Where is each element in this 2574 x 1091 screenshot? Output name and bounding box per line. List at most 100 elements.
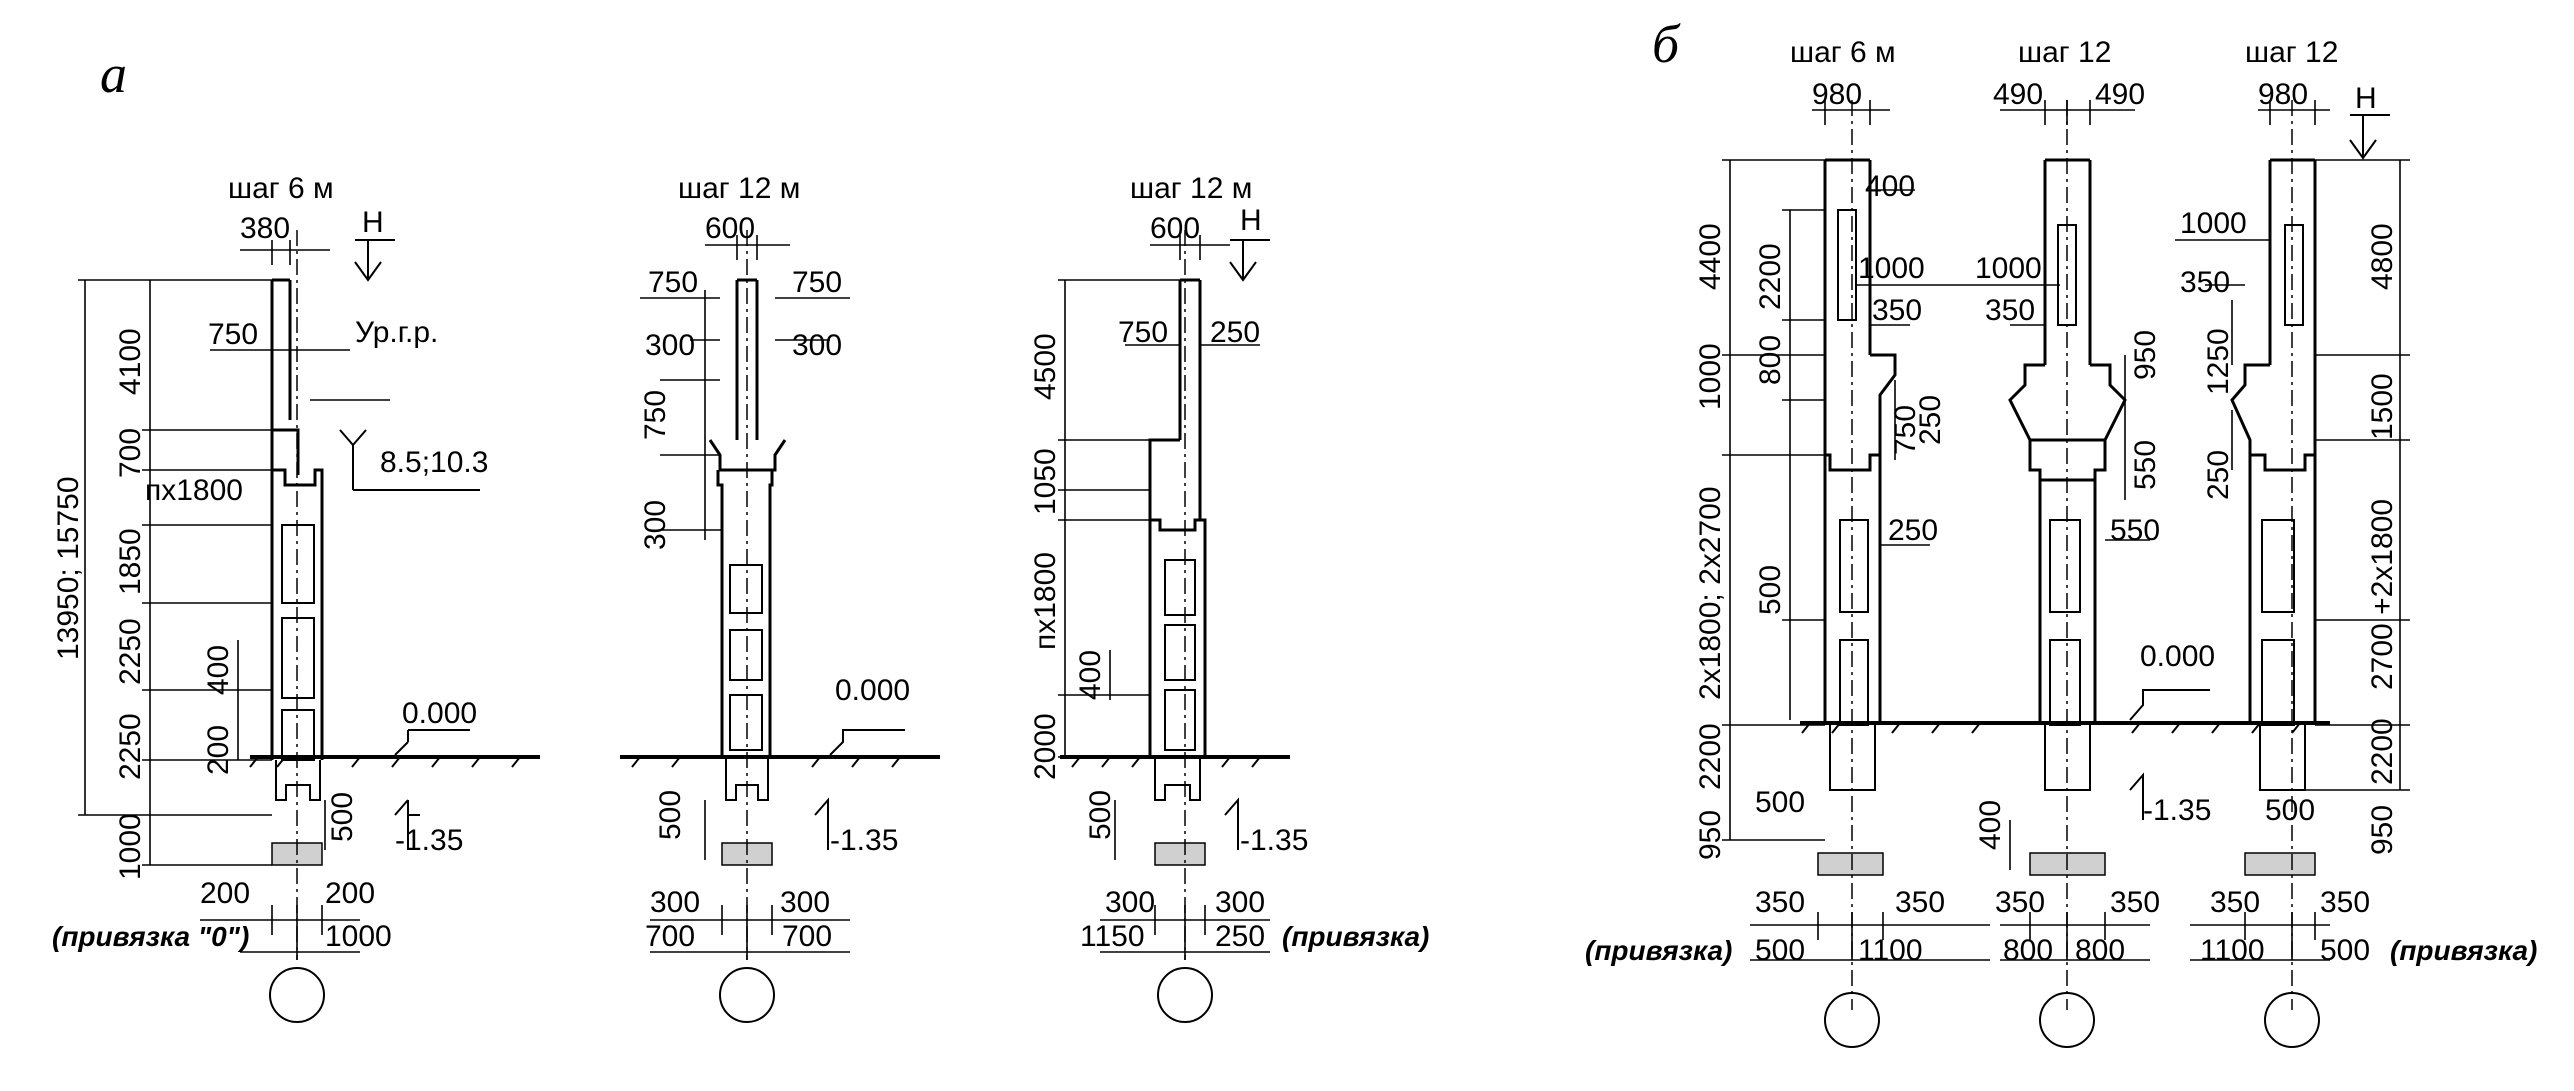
a-col1-4100: 4100 bbox=[114, 328, 147, 395]
b-col1-2200b: 2200 bbox=[1694, 723, 1727, 790]
b-col1-250a: 250 bbox=[1914, 395, 1947, 445]
b-col1-rows: 2х1800; 2х2700 bbox=[1694, 486, 1727, 700]
b-col1-1000v: 1000 bbox=[1694, 343, 1727, 410]
b-col1-step: шаг 6 м bbox=[1790, 36, 1896, 69]
a-col3-b300a: 300 bbox=[1105, 886, 1155, 919]
b-col3-b500: 500 bbox=[2265, 794, 2315, 827]
a-col3-b300b: 300 bbox=[1215, 886, 1265, 919]
a-col1-gwl: Ур.г.р. bbox=[355, 316, 438, 349]
a-col3-h: H bbox=[1240, 204, 1262, 237]
a-col1-n1800: пх1800 bbox=[145, 474, 243, 507]
a-col1-b1000: 1000 bbox=[325, 920, 392, 953]
panel-a-label: а bbox=[100, 44, 127, 104]
b-col3-b350b: 350 bbox=[2320, 886, 2370, 919]
a-col3-binding: (привязка) bbox=[1282, 921, 1429, 952]
b-col2-550b: 550 bbox=[2110, 514, 2160, 547]
b-col3-1250: 1250 bbox=[2202, 328, 2235, 395]
b-col2-350: 350 bbox=[1985, 294, 2035, 327]
a-col2-750b: 750 bbox=[792, 266, 842, 299]
b-col3-350: 350 bbox=[2180, 266, 2230, 299]
a-col2-elev0: 0.000 bbox=[835, 674, 910, 707]
a-col2-elevb: -1.35 bbox=[830, 824, 898, 857]
a-col3-400: 400 bbox=[1074, 650, 1107, 700]
a-col1-elev0: 0.000 bbox=[402, 697, 477, 730]
b-col3-b1100: 1100 bbox=[2200, 934, 2265, 967]
b-col3-step: шаг 12 bbox=[2245, 36, 2338, 69]
b-col1-400: 400 bbox=[1865, 170, 1915, 203]
b-col3-rows: 2700 +2х1800 bbox=[2366, 499, 2399, 690]
b-col2-elev0: 0.000 bbox=[2140, 640, 2215, 673]
a-col1-b200b: 200 bbox=[325, 877, 375, 910]
b-col2-wr: 490 bbox=[2095, 78, 2145, 111]
a-col1-total: 13950; 15750 bbox=[52, 476, 85, 660]
a-col1-400: 400 bbox=[202, 645, 235, 695]
b-col2-wl: 490 bbox=[1993, 78, 2043, 111]
a-col2 bbox=[620, 230, 940, 1023]
a-col1-elevb: -1.35 bbox=[395, 824, 463, 857]
b-col1-2200a: 2200 bbox=[1754, 243, 1787, 310]
b-col3-2200: 2200 bbox=[2366, 718, 2399, 785]
a-col1-binding: (привязка "0") bbox=[52, 921, 249, 952]
a-col2-step: шаг 12 м bbox=[678, 172, 800, 205]
a-col3-750: 750 bbox=[1118, 316, 1168, 349]
a-col2-750a: 750 bbox=[648, 266, 698, 299]
b-col3-w-top: 980 bbox=[2258, 78, 2308, 111]
a-col3-1050: 1050 bbox=[1029, 448, 1062, 515]
a-col3 bbox=[1058, 230, 1290, 1023]
b-col1-350: 350 bbox=[1872, 294, 1922, 327]
a-col1-step: шаг 6 м bbox=[228, 172, 334, 205]
b-col2 bbox=[1800, 100, 2330, 1048]
a-col1-w-top: 380 bbox=[240, 212, 290, 245]
a-col3-250: 250 bbox=[1210, 316, 1260, 349]
b-col2-1000: 1000 bbox=[1975, 252, 2042, 285]
b-col1-b500: 500 bbox=[1755, 786, 1805, 819]
a-col1-b200a: 200 bbox=[200, 877, 250, 910]
a-col1-elev-top: 8.5;10.3 bbox=[380, 446, 488, 479]
b-col3 bbox=[2175, 100, 2410, 1048]
a-col3-b1150: 1150 bbox=[1080, 920, 1145, 953]
b-col1-250b: 250 bbox=[1888, 514, 1938, 547]
a-col1-1850: 1850 bbox=[114, 528, 147, 595]
a-col3-n1800: пх1800 bbox=[1029, 552, 1062, 650]
b-col2-b350a: 350 bbox=[1995, 886, 2045, 919]
a-col2-300a: 300 bbox=[645, 329, 695, 362]
b-col3-b500b: 500 bbox=[2320, 934, 2370, 967]
b-col1-binding: (привязка) bbox=[1585, 935, 1732, 966]
b-col3-h: H bbox=[2355, 82, 2377, 115]
b-col2-elevb: -1.35 bbox=[2143, 794, 2211, 827]
b-col2-400: 400 bbox=[1974, 800, 2007, 850]
a-col1 bbox=[78, 230, 540, 1023]
b-col1 bbox=[1722, 100, 2060, 1048]
a-col3-2000: 2000 bbox=[1029, 713, 1062, 780]
b-col2-950: 950 bbox=[2129, 330, 2162, 380]
a-col3-elevb: -1.35 bbox=[1240, 824, 1308, 857]
a-col3-500: 500 bbox=[1084, 790, 1117, 840]
b-col2-b800a: 800 bbox=[2003, 934, 2053, 967]
a-col1-200: 200 bbox=[202, 725, 235, 775]
a-col1-2250b: 2250 bbox=[114, 713, 147, 780]
a-col2-750v: 750 bbox=[639, 390, 672, 440]
b-col3-950: 950 bbox=[2366, 805, 2399, 855]
b-col1-500: 500 bbox=[1754, 565, 1787, 615]
b-col1-b350b: 350 bbox=[1895, 886, 1945, 919]
a-col3-step: шаг 12 м bbox=[1130, 172, 1252, 205]
b-col1-750: 750 bbox=[1889, 405, 1922, 455]
b-col2-b800b: 800 bbox=[2075, 934, 2125, 967]
a-col1-2250a: 2250 bbox=[114, 618, 147, 685]
a-col1-750: 750 bbox=[208, 318, 258, 351]
a-col2-b300b: 300 bbox=[780, 886, 830, 919]
b-col2-550a: 550 bbox=[2129, 440, 2162, 490]
a-col1-1000: 1000 bbox=[114, 813, 147, 880]
b-col1-950: 950 bbox=[1694, 810, 1727, 860]
a-col2-b300a: 300 bbox=[650, 886, 700, 919]
b-col1-b350a: 350 bbox=[1755, 886, 1805, 919]
b-col3-250: 250 bbox=[2202, 450, 2235, 500]
a-col3-b250: 250 bbox=[1215, 920, 1265, 953]
b-col3-binding: (привязка) bbox=[2390, 935, 2537, 966]
b-col3-b350a: 350 bbox=[2210, 886, 2260, 919]
b-col2-step: шаг 12 bbox=[2018, 36, 2111, 69]
b-col1-4400: 4400 bbox=[1694, 223, 1727, 290]
a-col2-b700b: 700 bbox=[782, 920, 832, 953]
a-col1-500: 500 bbox=[326, 792, 359, 842]
